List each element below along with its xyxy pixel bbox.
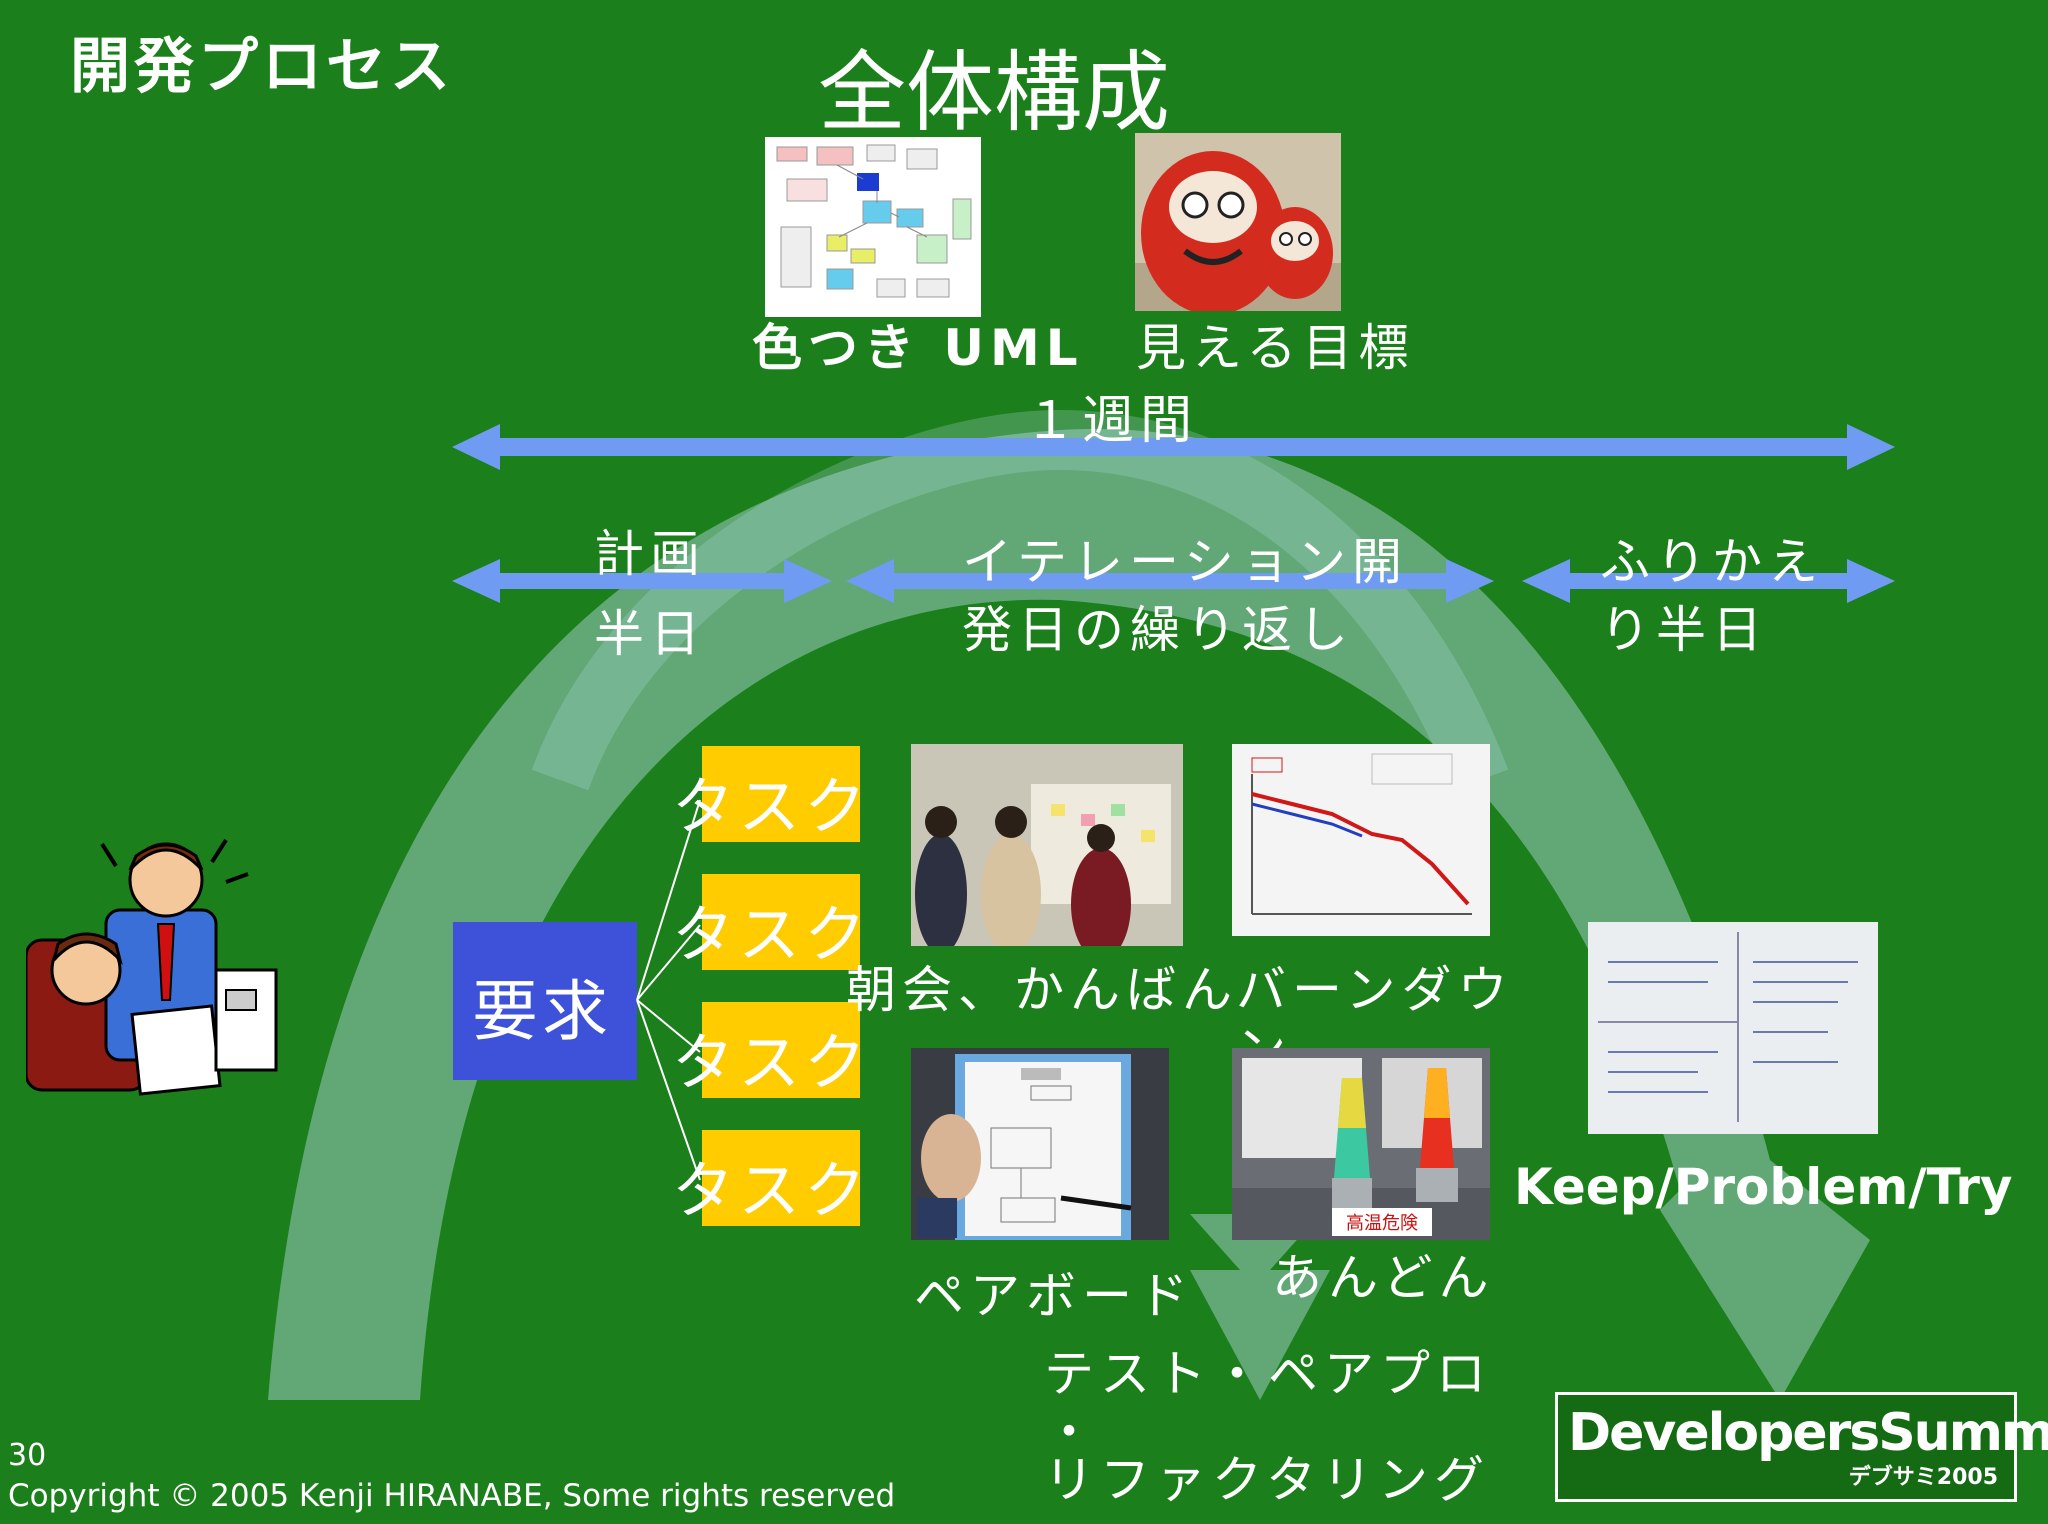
week-arrow-right-head bbox=[1847, 424, 1895, 470]
meeting-clipart bbox=[26, 838, 278, 1096]
week-label: １週間 bbox=[1024, 391, 1199, 451]
logo-main-text: DevelopersSummit bbox=[1568, 1403, 2048, 1463]
planning-arrow-right-head bbox=[784, 559, 832, 603]
requirement-label: 要求 bbox=[472, 973, 612, 1050]
requirement-box bbox=[453, 922, 637, 1080]
task-label-3: タスク bbox=[672, 1026, 871, 1099]
andon-warning-sign: 高温危険 bbox=[1346, 1213, 1418, 1234]
task-label-2: タスク bbox=[672, 898, 871, 971]
page-number: 30 bbox=[8, 1438, 47, 1473]
retro-arrow-left-head bbox=[1522, 559, 1570, 603]
copyright-notice: Copyright © 2005 Kenji HIRANABE, Some ri… bbox=[8, 1478, 896, 1514]
planning-label-line2: 半日 bbox=[594, 605, 706, 663]
week-arrow-shaft bbox=[480, 438, 1872, 456]
andon-caption: あんどん bbox=[1272, 1249, 1495, 1307]
week-arrow-left-head bbox=[452, 424, 500, 470]
planning-label-line1: 計画 bbox=[594, 525, 706, 583]
task-label-1: タスク bbox=[672, 770, 871, 843]
planning-arrow-left-head bbox=[452, 559, 500, 603]
retro-arrow-shaft bbox=[1548, 573, 1868, 589]
retro-label-line1: ふりかえ bbox=[1600, 533, 1824, 591]
retro-arrow-right-head bbox=[1847, 559, 1895, 603]
task-label-4: タスク bbox=[672, 1154, 871, 1227]
iteration-label-line1: イテレーション開 bbox=[962, 533, 1408, 591]
practices-line2: ・ bbox=[1044, 1403, 1100, 1461]
planning-arrow-shaft bbox=[480, 573, 810, 589]
section-label: 開発プロセス bbox=[70, 32, 454, 102]
slide-title: 全体構成 bbox=[818, 41, 1171, 144]
goal-caption: 見える目標 bbox=[1136, 319, 1415, 377]
task-box-3 bbox=[702, 1002, 860, 1098]
kpt-caption: Keep/Problem/Try bbox=[1514, 1158, 2013, 1216]
developers-summit-logo: DevelopersSummit デブサミ2005 bbox=[1555, 1392, 2048, 1502]
retro-label-line2: り半日 bbox=[1600, 601, 1768, 659]
practices-line1: テスト・ペアプロ bbox=[1044, 1345, 1492, 1403]
pair-board-photo bbox=[911, 1048, 1169, 1240]
colored-uml-image bbox=[765, 137, 981, 317]
pair-board-caption: ペアボード bbox=[914, 1267, 1194, 1325]
burndown-caption-line1: バーンダウ bbox=[1236, 961, 1514, 1019]
iteration-arrow-left-head bbox=[846, 559, 894, 603]
burndown-chart-photo bbox=[1232, 744, 1490, 936]
iteration-label-line2: 発日の繰り返し bbox=[962, 601, 1354, 659]
standup-kanban-photo bbox=[911, 744, 1183, 946]
iteration-arrow-right-head bbox=[1446, 559, 1494, 603]
task-box-1 bbox=[702, 746, 860, 842]
logo-sub-text: デブサミ2005 bbox=[1848, 1465, 1998, 1490]
daruma-photo bbox=[1135, 133, 1341, 311]
task-box-4 bbox=[702, 1130, 860, 1226]
uml-caption: 色つき UML bbox=[752, 319, 1084, 377]
practices-line3: リファクタリング bbox=[1044, 1451, 1490, 1509]
iteration-arrow-shaft bbox=[870, 573, 1470, 589]
kpt-board-photo bbox=[1588, 922, 1878, 1134]
standup-caption: 朝会、かんばん bbox=[846, 961, 1238, 1019]
task-box-2 bbox=[702, 874, 860, 970]
andon-lamps-photo: 高温危険 bbox=[1232, 1048, 1490, 1240]
